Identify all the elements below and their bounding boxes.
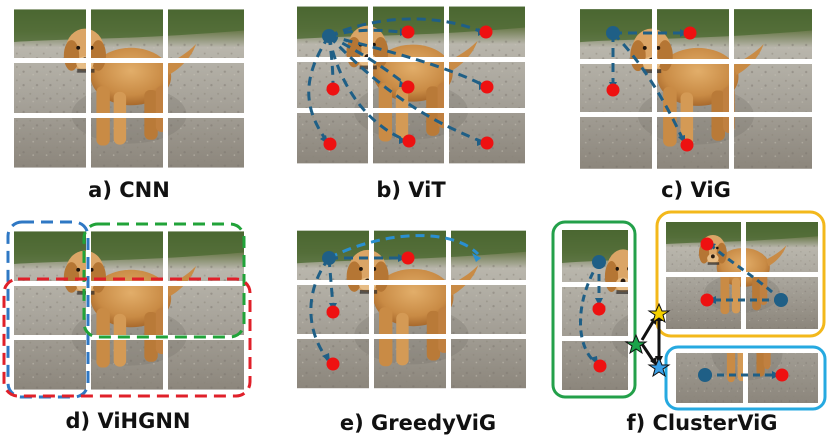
cluster-cyan	[664, 345, 827, 411]
cluster-green	[551, 220, 637, 399]
center-node	[592, 255, 606, 269]
arrowhead	[595, 298, 603, 306]
panel-a-cnn: a) CNN	[14, 6, 244, 202]
patch-grid-image	[14, 231, 244, 390]
patch-grid-image	[14, 9, 244, 168]
patch-gridlines	[562, 282, 628, 341]
center-node	[322, 251, 336, 265]
center-node	[698, 368, 712, 382]
arrowhead-light	[472, 253, 481, 262]
patch-gridlines	[14, 6, 244, 171]
patch-gridlines	[297, 229, 526, 390]
neighbor-nodes	[326, 251, 415, 371]
neighbor-nodes	[606, 26, 697, 152]
key-nodes	[323, 25, 494, 151]
neighbor-node	[775, 368, 789, 382]
panel-c-vig: c) ViG	[580, 8, 812, 202]
cluster-gold	[655, 210, 826, 338]
neighbor-node	[592, 302, 606, 316]
caption-e: e) GreedyViG	[340, 411, 496, 435]
star-gold-cluster	[647, 302, 671, 324]
caption-c: c) ViG	[661, 178, 731, 202]
panel-e-greedyvig: e) GreedyViG	[297, 229, 526, 435]
patch-gridline	[743, 353, 748, 403]
graph-edges	[611, 31, 685, 141]
panel-f-clustervig: f) ClusterViG	[551, 210, 827, 435]
cluster-green-edge-long	[579, 261, 601, 364]
star-cyan-cluster	[647, 356, 671, 378]
greedy-edge-light	[328, 234, 480, 260]
caption-d: d) ViHGNN	[66, 409, 191, 433]
patch-gridlines	[297, 6, 525, 164]
neighbor-node	[700, 293, 714, 307]
caption-f: f) ClusterViG	[626, 411, 777, 435]
center-node	[774, 293, 788, 307]
neighbor-node	[593, 359, 607, 373]
query-node	[322, 29, 336, 43]
center-node	[606, 26, 620, 40]
panel-d-vihgnn: d) ViHGNN	[2, 220, 252, 433]
greedy-edge-long	[309, 257, 331, 361]
caption-b: b) ViT	[376, 178, 446, 202]
patch-gridlines	[580, 8, 812, 170]
patch-gridlines	[666, 222, 818, 329]
neighbor-node	[700, 237, 714, 251]
inter-cluster-edges	[640, 318, 661, 363]
hyperedge-red	[2, 277, 252, 398]
star-green-cluster	[624, 333, 648, 355]
caption-a: a) CNN	[88, 178, 170, 202]
panel-b-vit: b) ViT	[297, 6, 525, 202]
graph-edges	[327, 256, 402, 307]
